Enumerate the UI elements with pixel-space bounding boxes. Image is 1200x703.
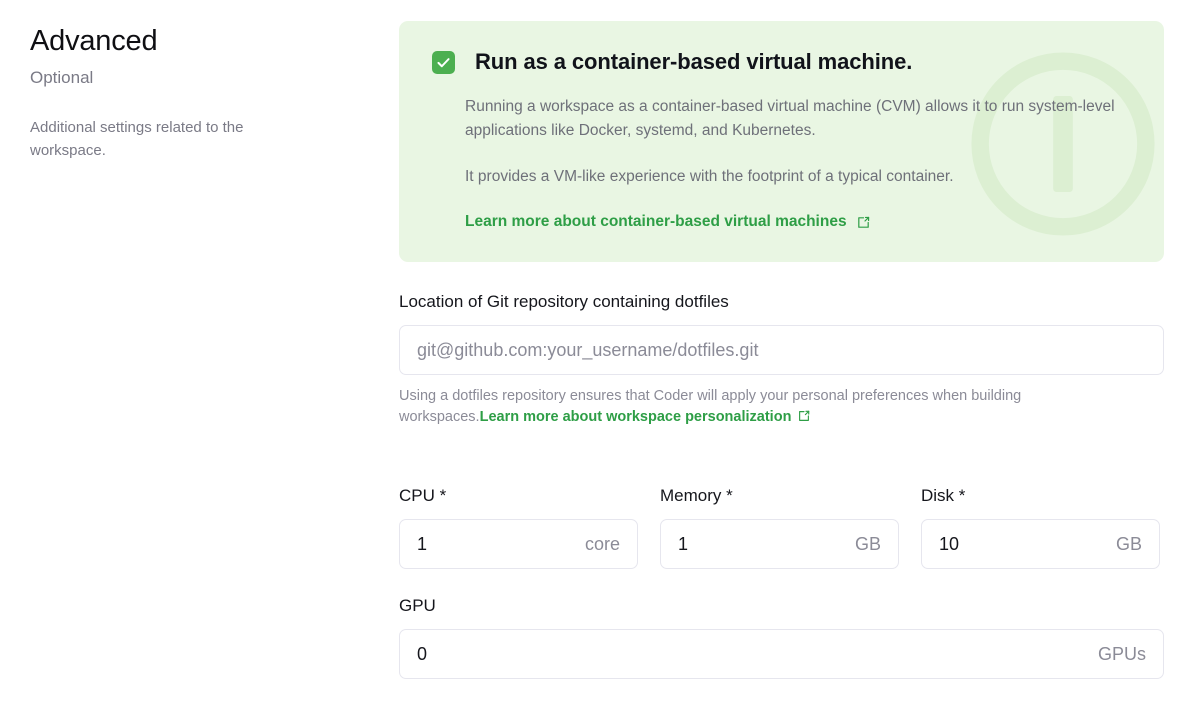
dotfiles-helper-sentence: Using a dotfiles repository ensures that… — [399, 388, 1022, 425]
memory-unit: GB — [854, 533, 881, 554]
gpu-label: GPU — [399, 596, 436, 615]
cpu-label: CPU * — [399, 486, 447, 505]
cvm-checkbox[interactable] — [432, 50, 455, 74]
check-icon — [437, 57, 450, 67]
cvm-paragraph-1: Running a workspace as a container-based… — [465, 98, 1115, 139]
disk-unit: GB — [1115, 533, 1142, 554]
external-link-icon — [857, 216, 869, 228]
disk-field-group: Disk * 10 GB — [921, 485, 1160, 569]
memory-field-group: Memory * 1 GB — [660, 485, 899, 569]
cvm-title: Run as a container-based virtual machine… — [475, 49, 913, 74]
external-link-icon — [799, 410, 810, 421]
section-optional-label: Optional — [30, 68, 94, 87]
section-description-text: Additional settings related to the works… — [30, 119, 244, 159]
advanced-form: Run as a container-based virtual machine… — [399, 21, 1164, 679]
dotfiles-helper-text: Using a dotfiles repository ensures that… — [399, 386, 1144, 428]
disk-value: 10 — [939, 533, 960, 554]
resource-fields-row: CPU * 1 core Memory * 1 GB Disk * 10 GB — [399, 485, 1164, 569]
cvm-learn-more-link[interactable]: Learn more about container-based virtual… — [465, 213, 847, 230]
cpu-unit: core — [584, 533, 620, 554]
dotfiles-input[interactable]: git@github.com:your_username/dotfiles.gi… — [399, 325, 1164, 375]
dotfiles-field-group: Location of Git repository containing do… — [399, 291, 1164, 428]
cvm-toggle-row[interactable]: Run as a container-based virtual machine… — [432, 48, 1131, 76]
gpu-field-group: GPU 0 GPUs — [399, 595, 1164, 679]
gpu-value: 0 — [417, 643, 428, 664]
cvm-learn-more-row[interactable]: Learn more about container-based virtual… — [465, 212, 871, 232]
cpu-input[interactable]: 1 core — [399, 519, 638, 569]
gpu-unit: GPUs — [1097, 643, 1146, 664]
section-description: Advanced Optional Additional settings re… — [30, 22, 360, 162]
cvm-paragraph-2: It provides a VM-like experience with th… — [465, 168, 954, 185]
cvm-callout: Run as a container-based virtual machine… — [399, 21, 1164, 262]
memory-value: 1 — [678, 533, 689, 554]
disk-input[interactable]: 10 GB — [921, 519, 1160, 569]
cpu-field-group: CPU * 1 core — [399, 485, 638, 569]
dotfiles-input-placeholder: git@github.com:your_username/dotfiles.gi… — [417, 339, 759, 360]
dotfiles-label: Location of Git repository containing do… — [399, 292, 729, 311]
memory-input[interactable]: 1 GB — [660, 519, 899, 569]
page-title: Advanced — [30, 25, 158, 57]
memory-label: Memory * — [660, 486, 733, 505]
gpu-input[interactable]: 0 GPUs — [399, 629, 1164, 679]
cpu-value: 1 — [417, 533, 428, 554]
disk-label: Disk * — [921, 486, 966, 505]
dotfiles-learn-more-link[interactable]: Learn more about workspace personalizati… — [479, 409, 792, 425]
